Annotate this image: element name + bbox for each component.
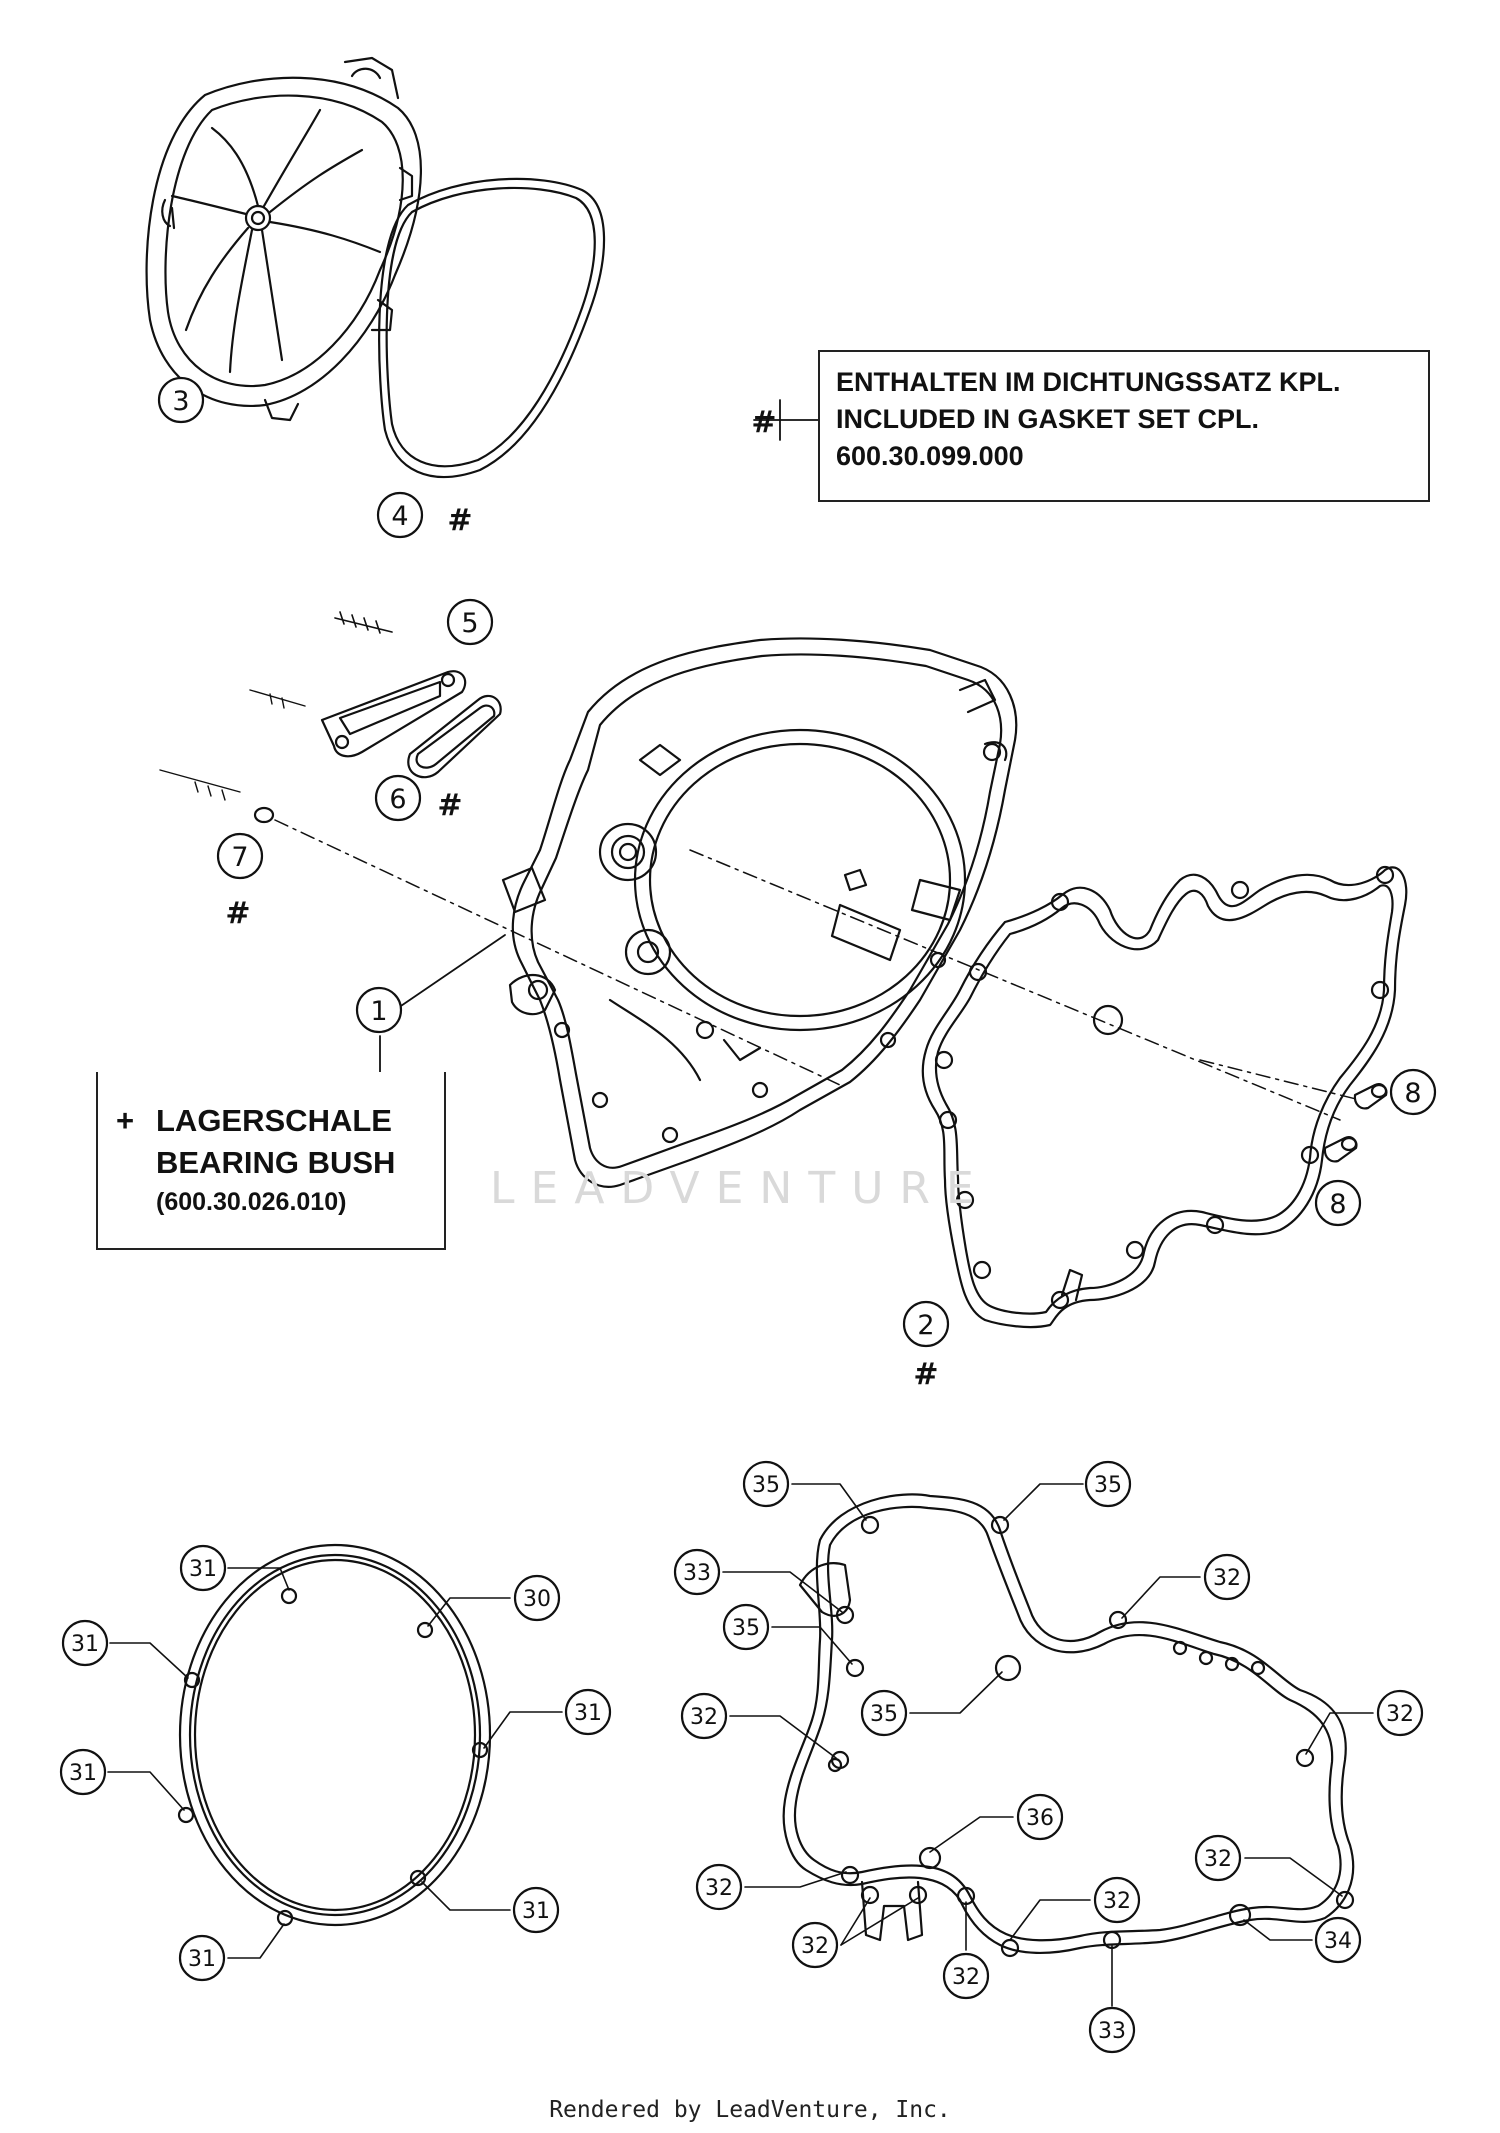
callout-32: 32 xyxy=(705,1876,733,1901)
callout-1: 1 xyxy=(370,996,387,1027)
gasket-detail-labels: 31 30 31 31 31 31 31 35 35 33 32 35 35 3… xyxy=(69,1473,1414,2044)
callout-8-upper: 8 xyxy=(1404,1078,1421,1109)
callout-35: 35 xyxy=(1094,1473,1122,1498)
callout-32: 32 xyxy=(1386,1702,1414,1727)
callout-circles xyxy=(59,376,1437,2054)
callout-36: 36 xyxy=(1026,1806,1054,1831)
cover-gasket-part-2 xyxy=(921,865,1408,1329)
plus-marker: + xyxy=(116,1103,135,1138)
callout-32: 32 xyxy=(1103,1889,1131,1914)
hash-marker-4: # xyxy=(447,503,472,538)
callout-32: 32 xyxy=(690,1705,718,1730)
watermark-text: LEADVENTURE xyxy=(490,1163,990,1214)
screw-washer-part-7 xyxy=(159,769,275,824)
callout-31: 31 xyxy=(71,1632,99,1657)
leader-lines-bottom xyxy=(107,1483,1374,2007)
callout-31: 31 xyxy=(188,1947,216,1972)
callout-32: 32 xyxy=(801,1934,829,1959)
callout-5: 5 xyxy=(461,608,478,639)
footer-credit: Rendered by LeadVenture, Inc. xyxy=(549,2097,951,2123)
callout-31: 31 xyxy=(522,1899,550,1924)
note-hash-marker: # xyxy=(751,405,776,440)
ignition-cover-gasket-detail xyxy=(177,1543,492,1927)
callout-32: 32 xyxy=(1213,1566,1241,1591)
callout-4: 4 xyxy=(391,501,408,532)
note-line-english: INCLUDED IN GASKET SET CPL. xyxy=(836,404,1260,434)
callout-31: 31 xyxy=(189,1557,217,1582)
bush-line-german: LAGERSCHALE xyxy=(156,1103,392,1138)
callout-6: 6 xyxy=(389,784,406,815)
assembly-axis-lines xyxy=(274,819,1361,1121)
ignition-cover-part-3 xyxy=(145,56,422,422)
callout-31: 31 xyxy=(69,1761,97,1786)
callout-30: 30 xyxy=(523,1587,551,1612)
callout-2: 2 xyxy=(917,1310,934,1341)
note-part-number: 600.30.099.000 xyxy=(836,441,1024,471)
dowel-sleeves-part-8 xyxy=(1323,1083,1388,1163)
hash-marker-6: # xyxy=(437,788,462,823)
gasket-set-markers: # # # # # xyxy=(225,405,938,1392)
callout-33: 33 xyxy=(683,1561,711,1586)
leader-lines-top xyxy=(379,399,821,1073)
callout-32: 32 xyxy=(1204,1847,1232,1872)
callout-31: 31 xyxy=(574,1701,602,1726)
callout-33: 33 xyxy=(1098,2019,1126,2044)
callout-35: 35 xyxy=(870,1702,898,1727)
callout-35: 35 xyxy=(752,1473,780,1498)
callout-35: 35 xyxy=(732,1616,760,1641)
bearing-bush-note: + LAGERSCHALE BEARING BUSH (600.30.026.0… xyxy=(96,1072,446,1250)
o-ring-part-4 xyxy=(378,177,606,479)
callout-labels: 3 4 5 6 7 1 8 8 2 xyxy=(172,386,1421,1341)
callout-3: 3 xyxy=(172,386,189,417)
note-line-german: ENTHALTEN IM DICHTUNGSSATZ KPL. xyxy=(836,367,1341,397)
hash-marker-7: # xyxy=(225,896,250,931)
cover-plate-part-5 xyxy=(249,611,467,758)
bush-line-english: BEARING BUSH xyxy=(156,1145,396,1180)
hash-marker-2: # xyxy=(913,1357,938,1392)
gasket-set-note: ENTHALTEN IM DICHTUNGSSATZ KPL. INCLUDED… xyxy=(818,350,1430,502)
callout-34: 34 xyxy=(1324,1929,1352,1954)
callout-7: 7 xyxy=(231,842,248,873)
callout-8-lower: 8 xyxy=(1329,1189,1346,1220)
bush-part-number: (600.30.026.010) xyxy=(156,1188,347,1216)
clutch-cover-part-1 xyxy=(501,637,1018,1188)
callout-32: 32 xyxy=(952,1965,980,1990)
plate-gasket-part-6 xyxy=(407,694,502,779)
